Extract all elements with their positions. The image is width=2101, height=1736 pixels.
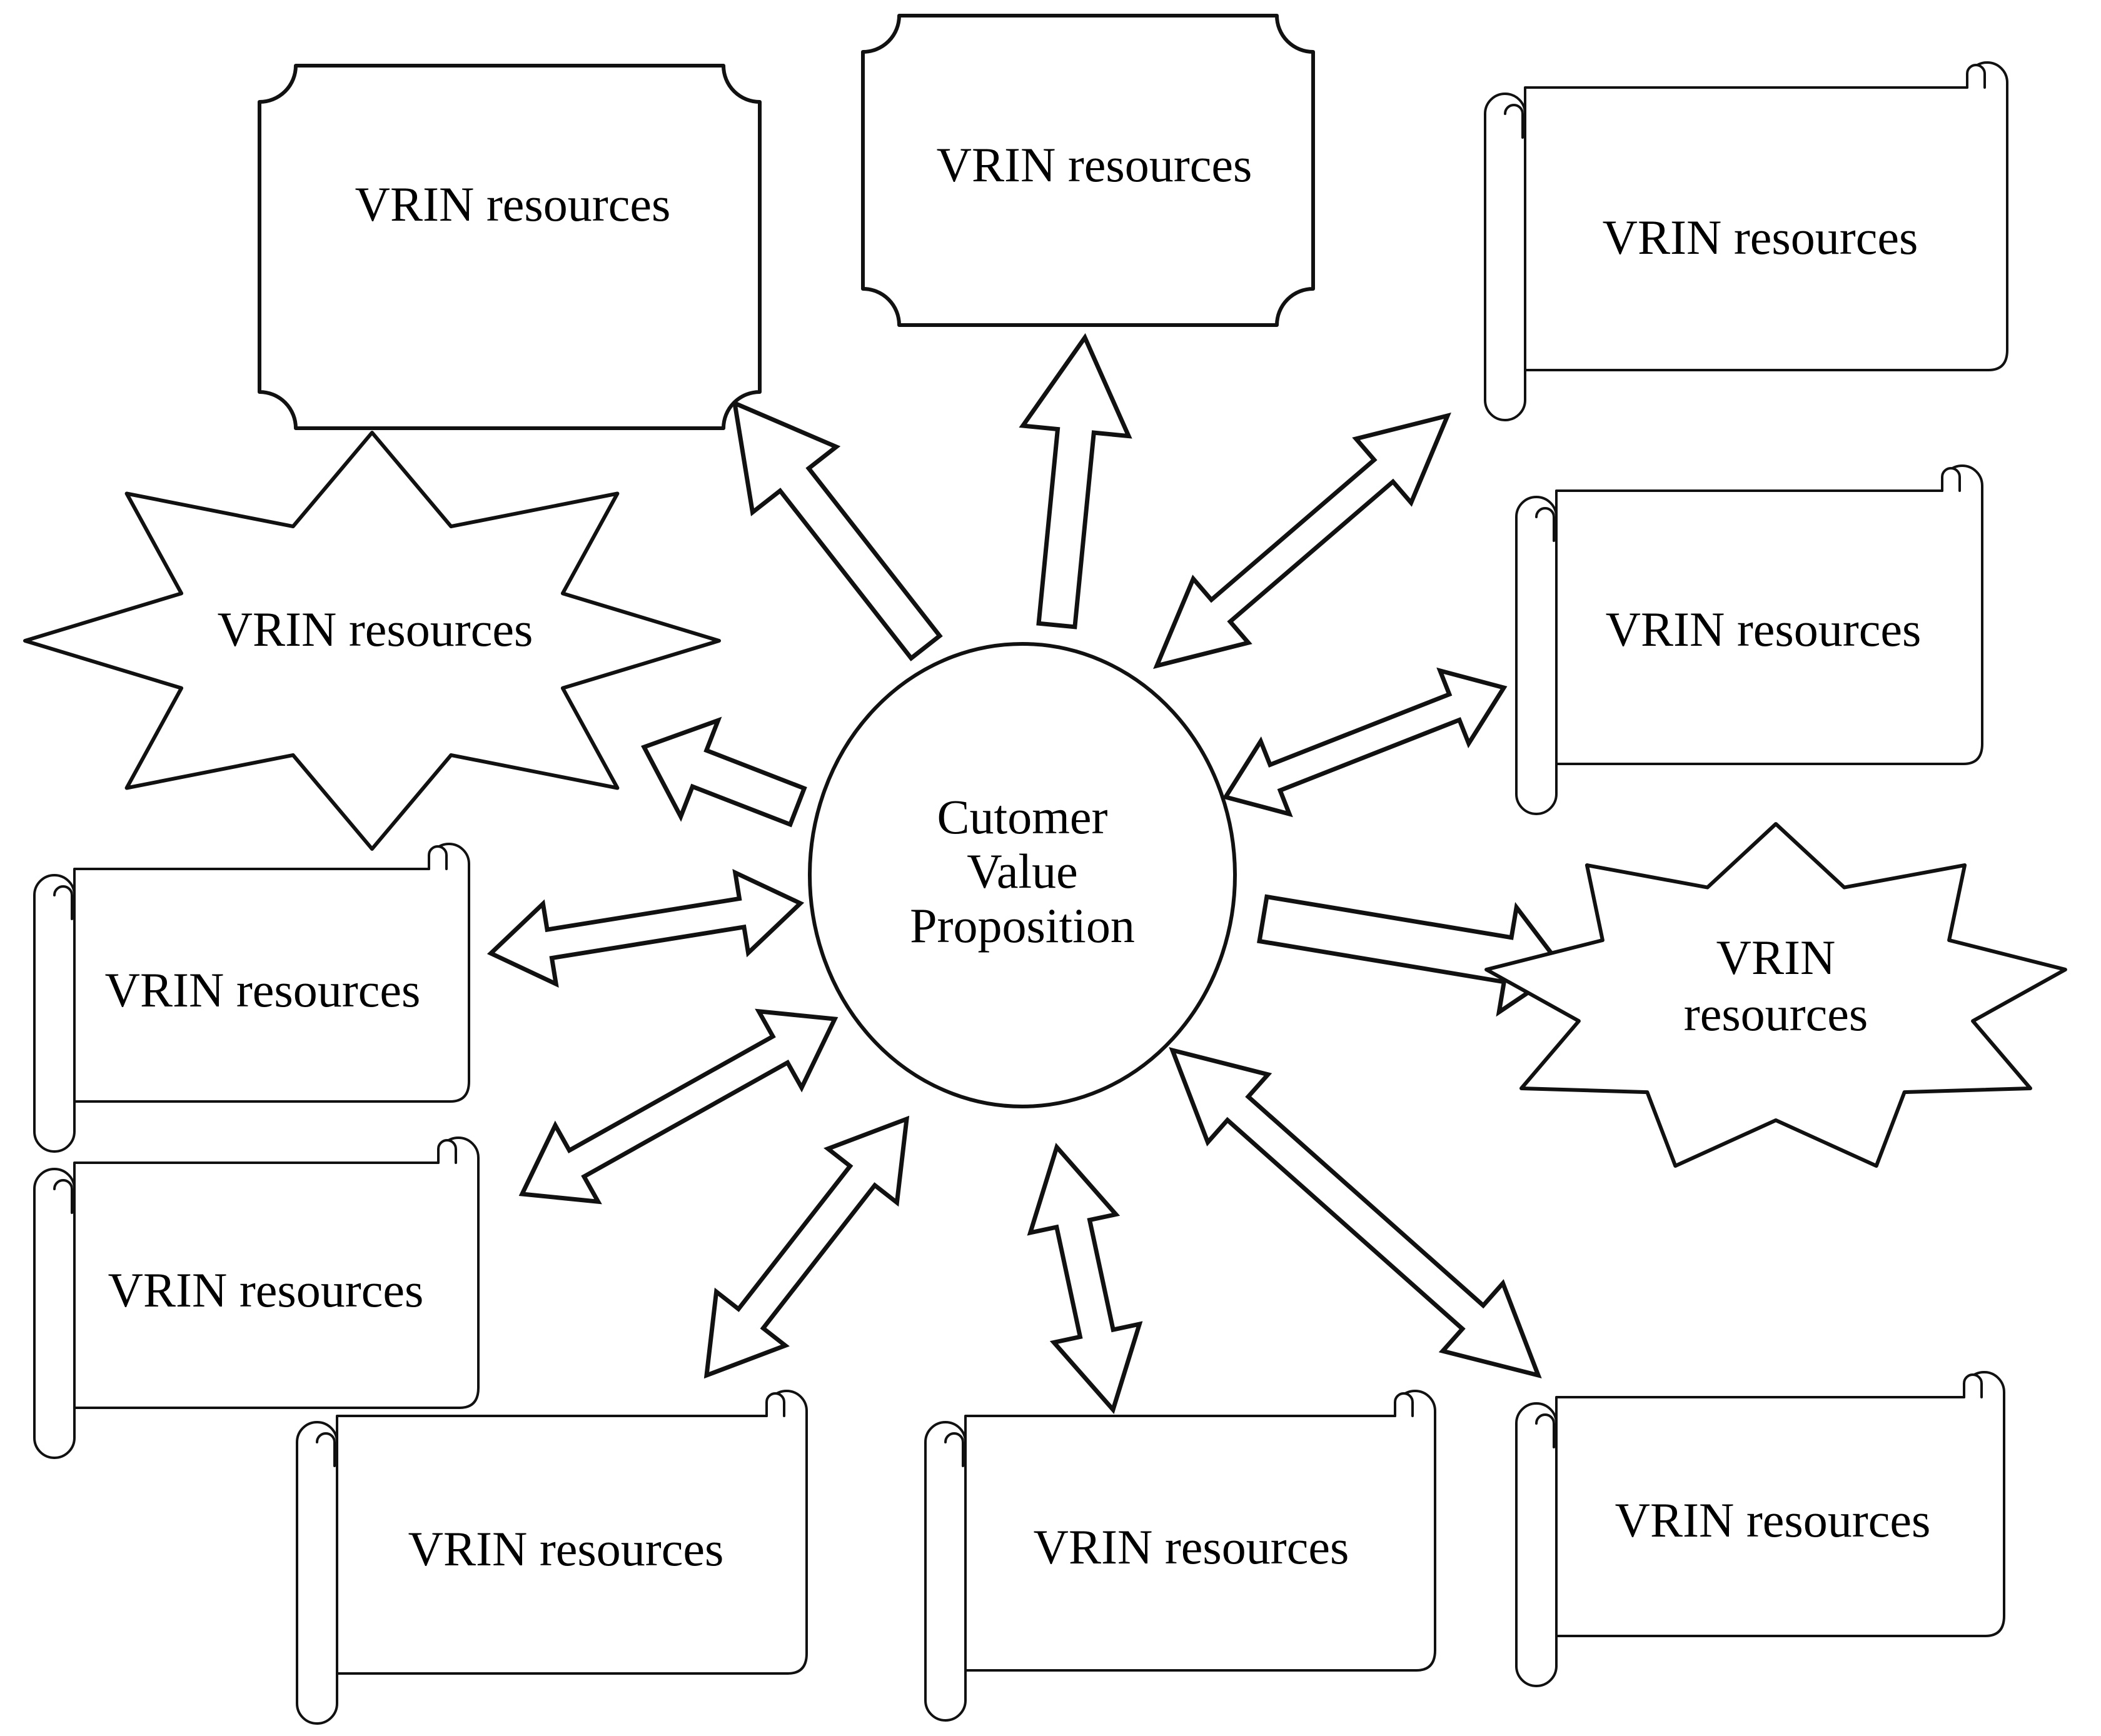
center-circle <box>808 642 1237 1108</box>
scroll-right-curl <box>1963 1373 1983 1398</box>
arrow-to-r9 <box>703 1115 910 1379</box>
resource-label: VRIN resources <box>1615 1493 1931 1547</box>
scroll-left-curl <box>1504 104 1524 139</box>
scroll-right-curl <box>1941 467 1961 492</box>
scroll-left-curl <box>316 1432 336 1467</box>
center-label-line-2: Value <box>967 844 1078 898</box>
arrow-to-r4 <box>641 716 807 828</box>
resource-label: resources <box>1684 986 1868 1041</box>
star-shape <box>1484 822 2067 1168</box>
arrow-to-r8 <box>518 1008 839 1205</box>
scroll-right-curl <box>428 845 448 870</box>
scroll-left-roll <box>924 1421 967 1722</box>
scroll-left-roll <box>296 1421 338 1725</box>
scroll-left-curl <box>53 1179 73 1214</box>
scroll-left-roll <box>1515 496 1558 815</box>
resource-node-r8: VRIN resources <box>33 1136 480 1459</box>
scroll-right-curl <box>1966 64 1986 89</box>
arrow-to-r2 <box>1019 333 1132 630</box>
scroll-left-roll <box>33 874 76 1153</box>
scroll-right-curl <box>437 1139 457 1164</box>
arrow-to-r5 <box>1222 667 1508 818</box>
resource-node-r5: VRIN resources <box>1515 464 1983 815</box>
resource-label: VRIN resources <box>1606 602 1922 656</box>
resource-node-r2: VRIN resources <box>861 14 1315 327</box>
resource-node-r9: VRIN resources <box>296 1390 808 1725</box>
scroll-left-curl <box>1535 1413 1555 1448</box>
resource-label: VRIN <box>1716 930 1836 985</box>
resource-label: VRIN resources <box>108 1263 424 1317</box>
scroll-left-curl <box>1535 507 1555 542</box>
resource-node-r4: VRIN resources <box>23 431 721 851</box>
resource-label: VRIN resources <box>408 1522 724 1576</box>
arrow-to-r10 <box>1027 1142 1143 1415</box>
resource-node-r10: VRIN resources <box>924 1390 1436 1722</box>
scroll-left-curl <box>53 885 73 920</box>
scroll-left-roll <box>1515 1402 1558 1687</box>
arrow-to-r6 <box>1257 894 1567 1017</box>
resource-node-r7: VRIN resources <box>33 843 470 1153</box>
center-node: Cutomer Value Proposition <box>808 642 1237 1108</box>
resource-label: VRIN resources <box>1603 210 1918 264</box>
resource-label: VRIN resources <box>218 602 533 656</box>
arrow-to-r3 <box>1153 412 1451 670</box>
scroll-right-curl <box>765 1392 785 1417</box>
scroll-left-roll <box>33 1168 76 1459</box>
center-label-line-3: Proposition <box>910 898 1135 953</box>
resource-label: VRIN resources <box>355 177 671 231</box>
frame-shape <box>258 64 762 430</box>
scroll-left-curl <box>944 1432 964 1467</box>
resource-label: VRIN resources <box>105 963 421 1017</box>
center-label-line-1: Cutomer <box>937 790 1108 844</box>
resource-node-r3: VRIN resources <box>1484 61 2008 421</box>
arrows-layer <box>486 333 1567 1415</box>
resource-node-r1: VRIN resources <box>258 64 762 430</box>
resource-label: VRIN resources <box>1034 1520 1349 1574</box>
arrow-to-r1 <box>732 399 943 661</box>
scroll-left-roll <box>1484 93 1526 421</box>
arrow-to-r11 <box>1169 1046 1542 1379</box>
frame-shape <box>861 14 1315 327</box>
resource-node-r11: VRIN resources <box>1515 1371 2005 1687</box>
star-shape <box>23 431 721 851</box>
resource-label: VRIN resources <box>937 138 1252 192</box>
arrow-to-r7 <box>486 869 805 988</box>
scroll-right-curl <box>1394 1392 1414 1417</box>
